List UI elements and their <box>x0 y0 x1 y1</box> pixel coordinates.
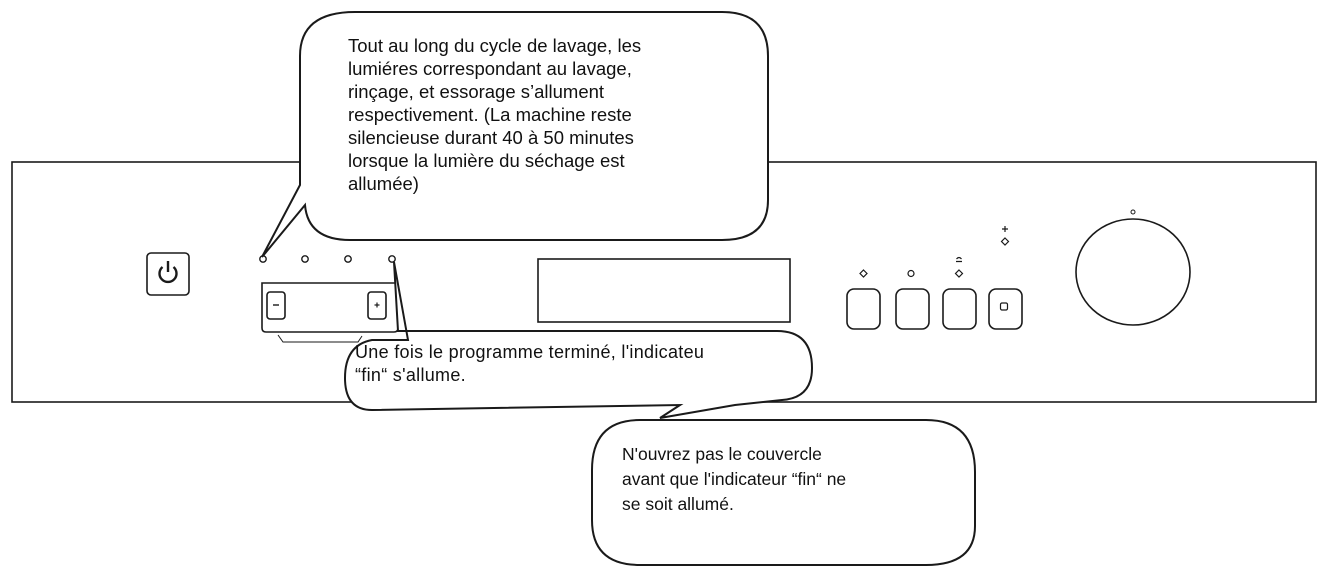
button-4-icon <box>999 302 1009 311</box>
dry-symbol-icon <box>1000 226 1010 246</box>
rinse-symbol-icon <box>907 269 915 278</box>
program-button-2[interactable] <box>895 288 930 330</box>
indicator-light-rinse <box>301 255 309 263</box>
power-button[interactable] <box>146 252 190 296</box>
power-icon <box>158 261 178 284</box>
program-dial[interactable] <box>1075 209 1191 326</box>
callout-text-end-indicator: Une fois le programme terminé, l'indicat… <box>355 342 705 385</box>
callout-bubble-lid-warning <box>591 419 976 566</box>
display-window <box>537 258 791 323</box>
plus-button[interactable] <box>367 291 387 320</box>
callout-bubble-end-indicator <box>343 261 814 419</box>
spin-symbol-icon <box>954 256 964 278</box>
housing-connector <box>277 334 363 343</box>
program-button-3[interactable] <box>942 288 977 330</box>
minus-button[interactable] <box>266 291 286 320</box>
program-symbols <box>859 226 1010 278</box>
indicator-light-spin <box>344 255 352 263</box>
indicator-light-end <box>388 255 396 263</box>
indicator-lights <box>259 255 396 263</box>
plus-icon <box>374 302 380 308</box>
callout-text-lid-warning: N'ouvrez pas le couvercle avant que l'in… <box>622 444 847 514</box>
wash-symbol-icon <box>859 269 868 278</box>
program-button-1[interactable] <box>846 288 881 330</box>
dial-marker <box>1130 209 1136 215</box>
callout-bubble-wash-cycle <box>261 11 769 258</box>
program-button-4[interactable] <box>988 288 1023 330</box>
callout-text-wash-cycle: Tout au long du cycle de lavage, les lum… <box>348 35 642 194</box>
